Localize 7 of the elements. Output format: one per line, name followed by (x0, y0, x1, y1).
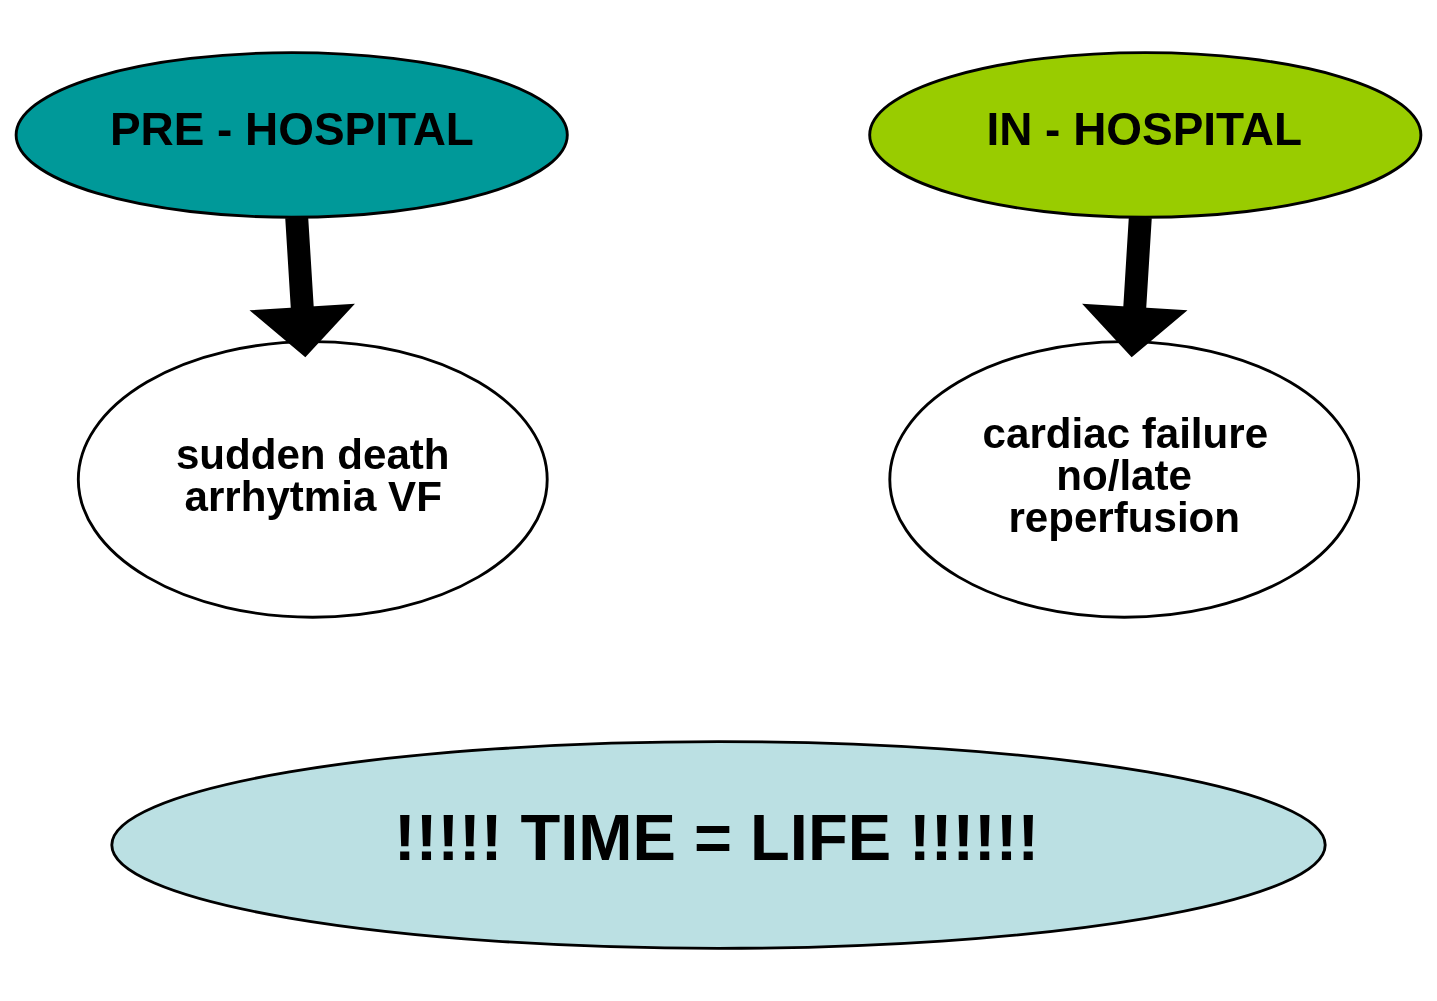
node-ellipse: !!!!! TIME = LIFE !!!!!! (110, 740, 1327, 950)
node-ellipse: PRE - HOSPITAL (14, 51, 569, 219)
node-ellipse: cardiac failure no/late reperfusion (888, 340, 1361, 619)
arrow (249, 216, 355, 358)
node-ellipse: sudden death arrhytmia VF (76, 340, 549, 619)
arrow (1082, 216, 1188, 358)
node-ellipse: IN - HOSPITAL (868, 51, 1423, 219)
